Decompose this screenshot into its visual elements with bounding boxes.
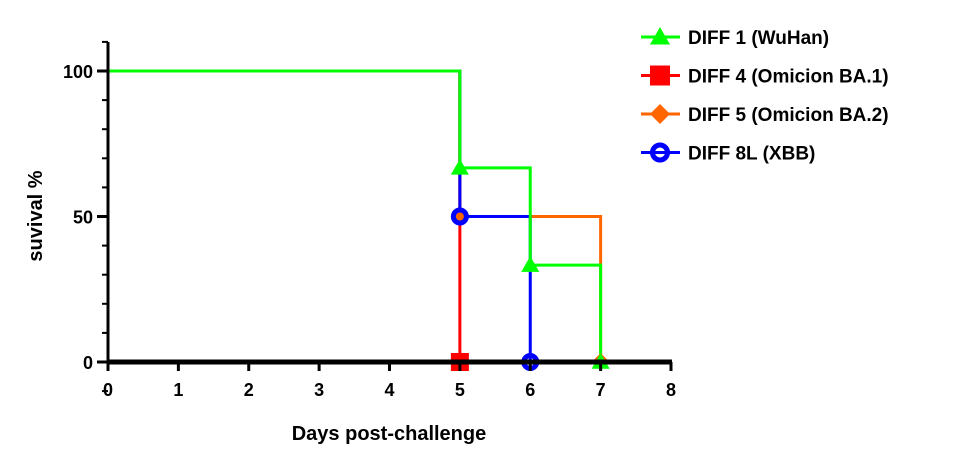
x-tick-label: 0 xyxy=(103,380,113,400)
legend-marker-diamond-icon xyxy=(650,104,670,124)
y-tick-label: 100 xyxy=(63,62,93,82)
legend: DIFF 1 (WuHan) DIFF 4 (Omicion BA.1) DIFF … xyxy=(641,27,889,165)
legend-label: DIFF 4 (Omicion BA.1) xyxy=(688,67,889,88)
x-tick-label: 5 xyxy=(455,380,465,400)
legend-item: DIFF 5 (Omicion BA.2) xyxy=(641,104,889,126)
y-axis-label: suvival % xyxy=(25,170,47,261)
legend-marker-circle-open-icon xyxy=(650,142,670,163)
legend-marker-triangle-icon xyxy=(650,27,670,45)
x-tick-label: 3 xyxy=(314,380,324,400)
series-line-2 xyxy=(108,69,462,362)
x-axis-label: Days post-challenge xyxy=(292,423,487,445)
y-tick-label: 0 xyxy=(83,353,93,373)
data-point-marker xyxy=(450,207,469,226)
legend-item: DIFF 1 (WuHan) xyxy=(641,27,829,49)
legend-label: DIFF 5 (Omicion BA.2) xyxy=(688,105,889,126)
x-tick-label: 7 xyxy=(596,380,606,400)
x-tick-label: 6 xyxy=(525,380,535,400)
legend-label: DIFF 1 (WuHan) xyxy=(688,28,829,49)
x-tick-label: 1 xyxy=(173,380,183,400)
x-tick-label: 2 xyxy=(244,380,254,400)
series-line-1 xyxy=(108,69,603,362)
legend-marker-square-icon xyxy=(650,65,670,86)
data-point-marker xyxy=(450,158,469,175)
x-tick-label: 8 xyxy=(666,380,676,400)
x-tick-label: 4 xyxy=(384,380,394,400)
legend-item: DIFF 8L (XBB) xyxy=(641,142,815,165)
data-point-marker xyxy=(521,256,540,272)
y-tick-label: 50 xyxy=(73,208,93,228)
legend-item: DIFF 4 (Omicion BA.1) xyxy=(641,65,889,88)
legend-label: DIFF 8L (XBB) xyxy=(688,144,815,165)
axes-layer: 0 1 2 3 4 5 6 7 8 0 50 100 xyxy=(63,40,676,400)
series-layer xyxy=(108,69,610,371)
